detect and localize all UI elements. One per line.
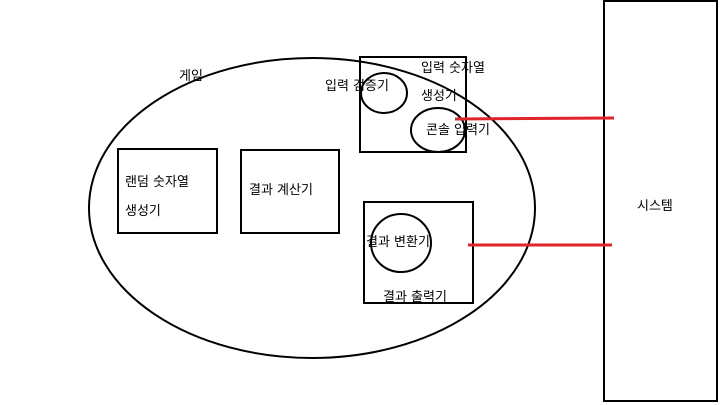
system-box [603,0,718,402]
result-printer-box [363,201,474,304]
console-input-circle [410,107,466,153]
input-validator-label: 입력 검증기 [325,79,389,94]
console-input-label: 콘솔 입력기 [426,123,490,138]
result-calculator-box [240,149,340,234]
random-generator-label-line1: 랜덤 숫자열 [125,175,189,190]
result-converter-circle [370,213,432,273]
random-generator-box [117,148,218,234]
input-generator-label-line2: 생성기 [421,89,457,104]
input-generator-label-line1: 입력 숫자열 [421,61,485,76]
result-calculator-label: 결과 계산기 [249,183,313,198]
result-printer-label: 결과 출력기 [383,290,447,305]
connector-console-to-system [454,116,615,121]
result-converter-label: 결과 변환기 [366,235,430,250]
random-generator-label-line2: 생성기 [125,204,161,219]
system-label: 시스템 [637,199,673,214]
game-boundary [88,57,536,359]
game-label: 게임 [179,69,203,84]
input-validator-circle [360,72,408,114]
input-generator-box [359,56,467,153]
